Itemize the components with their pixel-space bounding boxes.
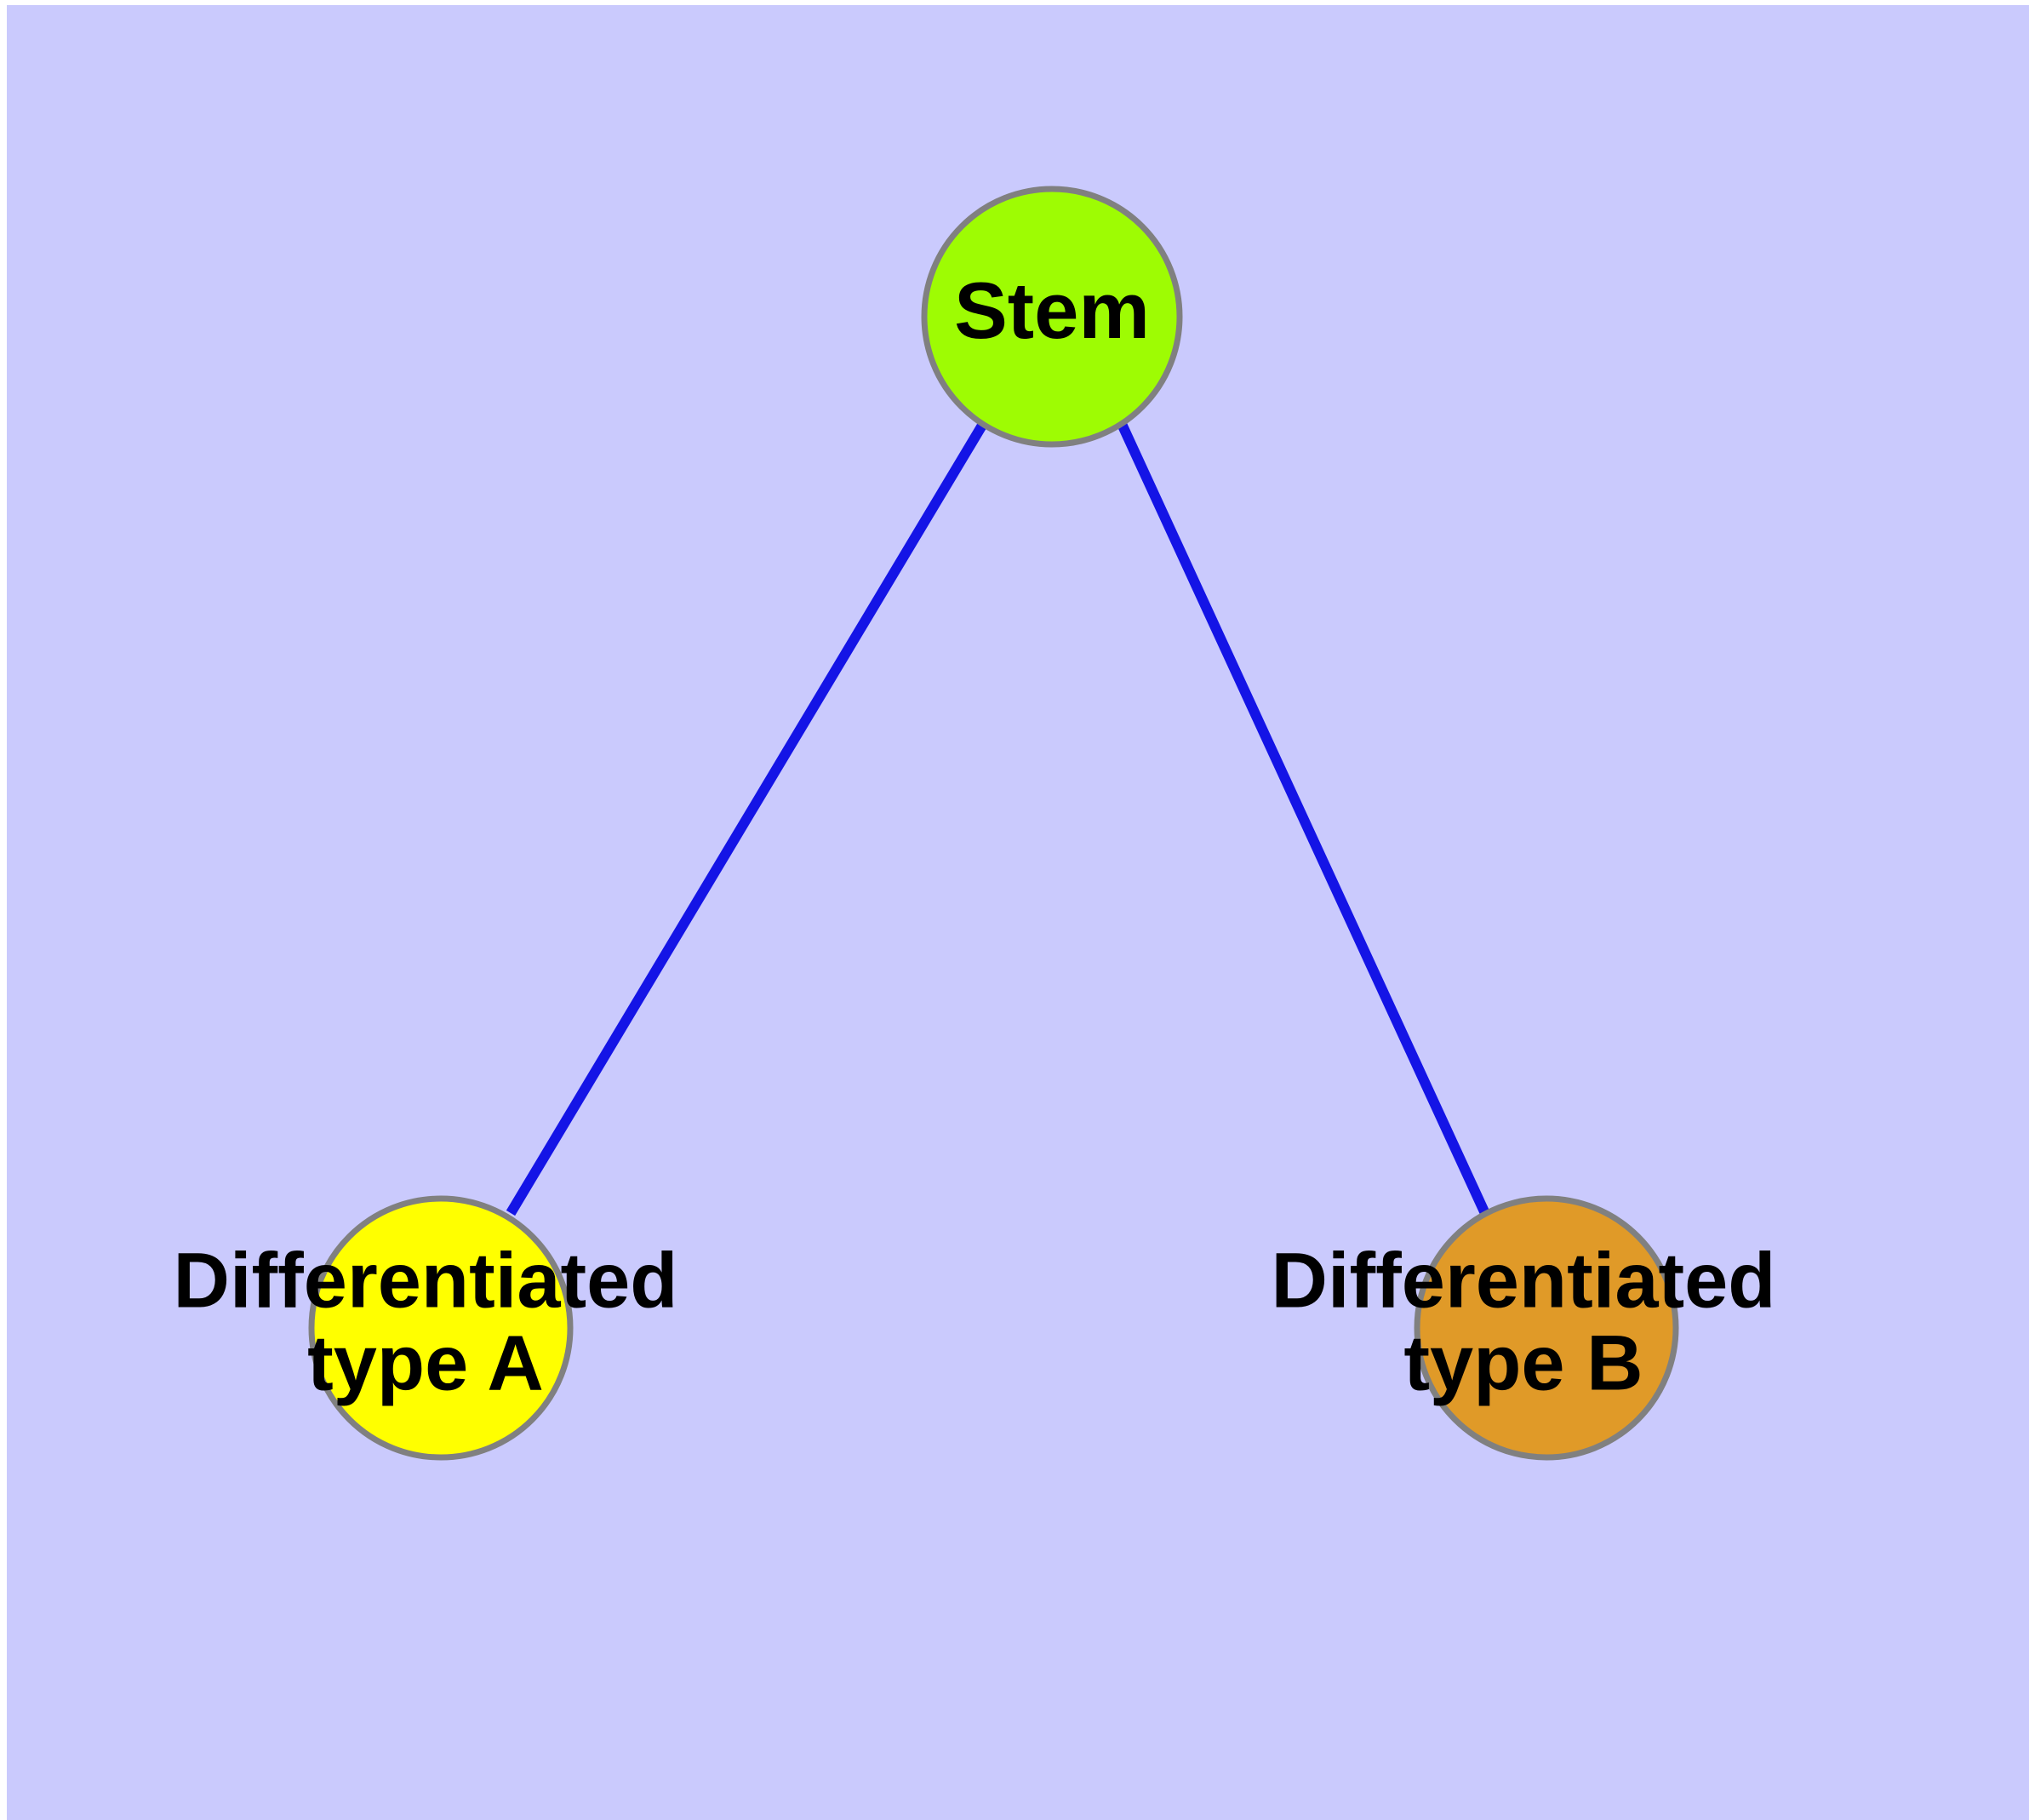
node-differentiated-type-b-circle[interactable] [1414,1195,1679,1461]
node-differentiated-type-a-circle[interactable] [308,1195,574,1461]
node-stem-label: Stem [954,266,1150,355]
node-label-line: type B [1403,1320,1643,1407]
edge-stem-to-differentiated-a[interactable] [506,421,988,1216]
node-label-line: type A [307,1320,544,1407]
node-label-line: Stem [954,266,1150,355]
node-label-line: Differentiated [1272,1238,1776,1325]
node-label-line: Differentiated [174,1238,678,1325]
node-differentiated-type-a[interactable] [308,1195,574,1461]
node-differentiated-type-b[interactable] [1414,1195,1679,1461]
edge-stem-to-differentiated-b[interactable] [1117,421,1493,1222]
edge-layer [506,421,1493,1222]
node-stem[interactable] [921,186,1183,448]
node-layer [308,186,1679,1461]
node-stem-circle[interactable] [921,186,1183,448]
